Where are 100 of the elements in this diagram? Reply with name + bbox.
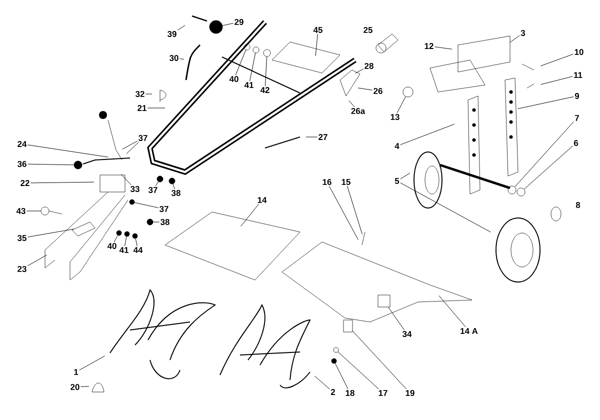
- leader-line: [179, 58, 184, 60]
- callout-number: 8: [576, 202, 580, 208]
- callout-number: 28: [364, 63, 374, 69]
- nut: [129, 199, 135, 205]
- leader-line: [177, 25, 186, 30]
- callout-number: 25: [364, 27, 372, 33]
- ring: [516, 188, 526, 196]
- callout-number: 26a: [351, 108, 366, 114]
- callout-number: 27: [318, 134, 328, 140]
- leader-line: [114, 235, 118, 242]
- nut: [168, 178, 176, 184]
- washer: [252, 46, 260, 54]
- callout-number: 6: [574, 140, 578, 146]
- callout-number: 20: [70, 384, 80, 390]
- knob: [74, 160, 82, 170]
- leader-line: [235, 50, 246, 76]
- leader-line: [328, 186, 358, 240]
- callout-number: 4: [394, 143, 400, 149]
- leader-line: [355, 68, 364, 74]
- callout-number: 9: [574, 93, 580, 99]
- callout-number: 42: [260, 87, 270, 93]
- nut: [132, 233, 138, 239]
- washer: [116, 230, 122, 236]
- callout-number: 37: [138, 135, 148, 141]
- callout-number: 38: [160, 219, 170, 225]
- leader-line: [264, 56, 268, 86]
- leader-line: [540, 76, 573, 85]
- leader-line: [358, 88, 373, 90]
- leader-line: [314, 376, 330, 390]
- callout-number: 7: [575, 115, 579, 121]
- leader-line: [400, 124, 455, 145]
- leader-line: [400, 172, 410, 180]
- leader-line: [400, 182, 491, 232]
- ring: [508, 186, 516, 194]
- callout-number: 19: [406, 390, 414, 396]
- leader-line: [346, 186, 362, 235]
- callout-number: 35: [17, 235, 26, 241]
- clip: [343, 320, 353, 332]
- callout-number: 18: [346, 390, 354, 396]
- leader-line: [27, 144, 108, 158]
- callout-number: 13: [390, 114, 400, 120]
- leader-line: [27, 254, 48, 266]
- callout-number: 22: [20, 180, 30, 186]
- callout-number: 2: [330, 389, 336, 395]
- nut: [402, 86, 414, 98]
- callout-number: 41: [119, 247, 128, 253]
- leader-line: [27, 228, 74, 238]
- leader-line: [306, 136, 318, 138]
- callout-number: 5: [394, 178, 400, 184]
- callout-number: 1: [74, 369, 78, 375]
- callout-number: 24: [18, 141, 27, 147]
- leader-line: [135, 238, 138, 246]
- control-knob: [209, 20, 223, 34]
- callout-number: 17: [378, 390, 388, 396]
- callout-number: 43: [16, 208, 26, 214]
- callout-number: 15: [342, 179, 350, 185]
- callout-number: 16: [322, 179, 332, 185]
- washer: [333, 347, 339, 353]
- leader-line: [124, 236, 127, 246]
- leader-line: [79, 356, 106, 370]
- callout-number: 26: [374, 88, 382, 94]
- callout-number: 37: [159, 206, 168, 212]
- nut: [331, 358, 337, 364]
- callout-number: 29: [234, 19, 244, 25]
- leader-line: [120, 174, 132, 186]
- leader-line: [80, 386, 90, 387]
- callout-number: 45: [313, 27, 322, 33]
- callout-number: 44: [133, 247, 143, 253]
- callout-number: 32: [135, 91, 144, 97]
- callout-number: 30: [169, 55, 178, 61]
- leader-line: [155, 181, 159, 186]
- callout-number: 38: [171, 190, 180, 196]
- washer: [244, 44, 250, 50]
- callout-number: 11: [574, 72, 582, 78]
- callout-number: 14: [258, 197, 267, 203]
- leader-line: [434, 46, 452, 50]
- leader-line: [540, 54, 574, 66]
- slot-plate: [378, 294, 390, 308]
- leader-line: [122, 140, 138, 150]
- leader-line: [315, 34, 318, 56]
- leader-line: [222, 23, 234, 26]
- callout-number: 40: [229, 76, 238, 82]
- leader-line: [510, 35, 520, 43]
- leader-line: [334, 363, 348, 390]
- leader-line: [348, 100, 355, 108]
- callout-number: 14 A: [460, 328, 478, 334]
- callout-number: 33: [130, 186, 140, 192]
- callout-number: 39: [167, 31, 176, 37]
- callout-number: 40: [107, 243, 116, 249]
- callout-number: 12: [424, 43, 434, 49]
- leader-line: [134, 202, 159, 208]
- callout-number: 37: [148, 187, 158, 193]
- washer: [263, 49, 271, 57]
- leader-line: [240, 204, 260, 227]
- leader-line: [514, 121, 574, 188]
- leader-line: [518, 96, 574, 109]
- eye-bolt: [40, 206, 50, 216]
- washer: [124, 231, 130, 237]
- leader-line: [524, 146, 573, 190]
- leader-line: [126, 142, 140, 154]
